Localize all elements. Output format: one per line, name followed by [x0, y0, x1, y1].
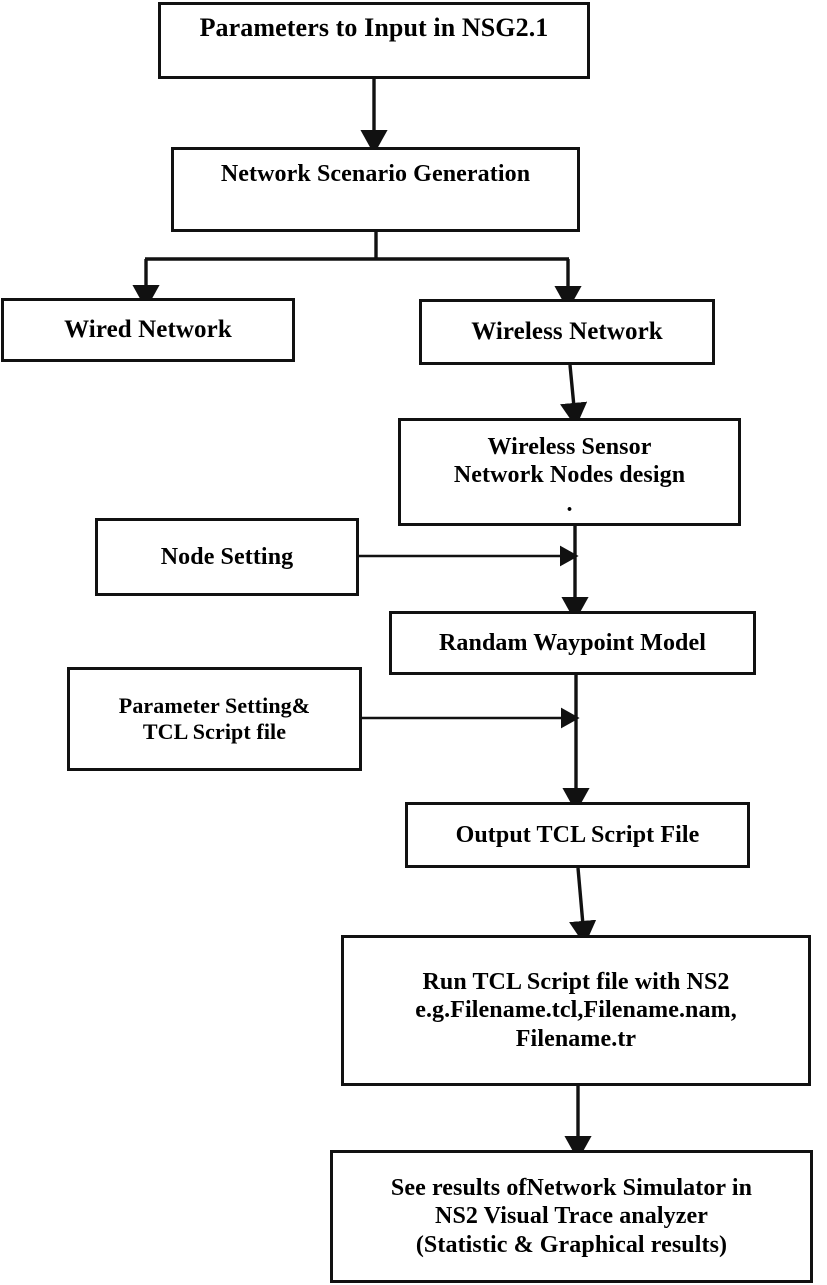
node-wired-network[interactable]: Wired Network: [1, 298, 295, 362]
node-wireless-sensor-network-nodes-design[interactable]: Wireless Sensor Network Nodes design .: [398, 418, 741, 526]
node-wireless-network[interactable]: Wireless Network: [419, 299, 715, 365]
node-output-tcl-script-file[interactable]: Output TCL Script File: [405, 802, 750, 868]
node-label: Randam Waypoint Model: [438, 629, 707, 656]
node-label: Run TCL Script file with NS2 e.g.Filenam…: [415, 969, 737, 1052]
node-label: See results ofNetwork Simulator in NS2 V…: [390, 1175, 753, 1258]
node-label: Wireless Sensor Network Nodes design .: [453, 434, 686, 517]
node-run-tcl-script-file-with-ns2[interactable]: Run TCL Script file with NS2 e.g.Filenam…: [341, 935, 811, 1086]
node-label: Parameter Setting& TCL Script file: [118, 693, 311, 744]
node-parameter-setting-tcl-script-file[interactable]: Parameter Setting& TCL Script file: [67, 667, 362, 771]
node-label: Network Scenario Generation: [220, 161, 531, 187]
node-label: Wireless Network: [471, 318, 663, 346]
node-label: Node Setting: [160, 543, 294, 570]
edge-output-to-runtcl: [569, 867, 597, 946]
node-node-setting[interactable]: Node Setting: [95, 518, 359, 596]
node-label: Parameters to Input in NSG2.1: [199, 13, 549, 42]
node-see-results-ns2-visual-trace-analyzer[interactable]: See results ofNetwork Simulator in NS2 V…: [330, 1150, 813, 1283]
node-scenario-generation[interactable]: Network Scenario Generation: [171, 147, 580, 232]
node-label: Wired Network: [64, 316, 232, 344]
node-randam-waypoint-model[interactable]: Randam Waypoint Model: [389, 611, 756, 675]
node-label: Output TCL Script File: [455, 821, 700, 848]
edge-wireless-to-wsn: [560, 364, 588, 428]
node-parameters-input[interactable]: Parameters to Input in NSG2.1: [158, 2, 590, 79]
edge-scenario-split-bus: [145, 232, 569, 261]
